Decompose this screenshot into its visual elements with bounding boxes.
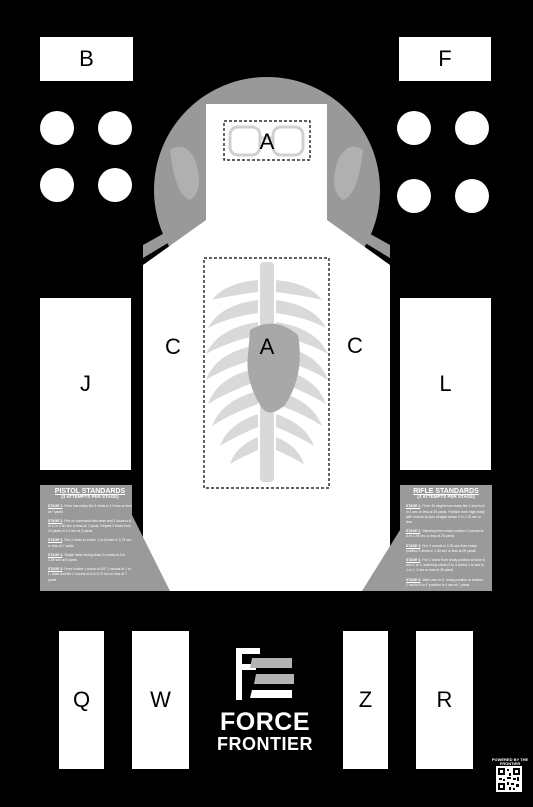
zone-r-label: R	[436, 687, 453, 712]
right-shoulder-bone	[334, 146, 363, 200]
dot-left-4	[98, 168, 132, 202]
pistol-stage: STAGE 2- Fire on command with draw and 2…	[48, 518, 132, 534]
zone-l-label: L	[439, 371, 452, 396]
zone-q-box: Q	[59, 631, 104, 769]
zone-w-box: W	[132, 631, 189, 769]
left-shoulder-bone	[170, 146, 199, 200]
pistol-stage: STAGE 1- From low ready fire 2 shots in …	[48, 504, 132, 514]
pistol-standards: PISTOL STANDARDS (3 ATTEMPTS PER STAGE) …	[40, 486, 140, 590]
brand-name-line2: FRONTIER	[217, 734, 313, 754]
pistol-standards-subtitle: (3 ATTEMPTS PER STAGE)	[61, 494, 119, 500]
zone-b-label: B	[79, 46, 94, 71]
body-a-zone	[203, 257, 330, 489]
zone-b-box: B	[40, 37, 133, 81]
zone-z-box: Z	[343, 631, 388, 769]
zone-c-left-label: C	[165, 334, 181, 359]
zone-c-right-label: C	[347, 333, 363, 358]
right-gray-wedge	[327, 210, 390, 258]
rifle-stage: STAGE 4- Fire 2 shots from ready positio…	[406, 558, 485, 573]
zone-a-body-label: A	[259, 334, 275, 359]
zone-r-box: R	[416, 631, 473, 769]
qr-code[interactable]	[496, 766, 522, 792]
brand-mark-icon	[236, 648, 294, 700]
zone-f-label: F	[438, 46, 452, 71]
left-gray-wedge	[143, 210, 206, 258]
rifle-panel-bg	[362, 485, 492, 591]
zone-l-box: L	[400, 298, 491, 470]
pistol-stage: STAGE 4- Single hand strong draw 2 round…	[48, 552, 126, 563]
rifle-stage: STAGE 5- Walk over to A, ready position …	[406, 577, 484, 587]
zone-f-box: F	[399, 37, 491, 81]
dot-right-2	[455, 111, 489, 145]
glasses-graphic	[228, 125, 305, 157]
zone-z-label: Z	[358, 687, 373, 712]
brand-logo: FORCE FRONTIER	[200, 640, 330, 760]
rifle-stage: STAGE 1- From 45 degree low ready fire 1…	[406, 504, 485, 525]
zone-a-head-label: A	[259, 129, 275, 154]
dot-right-3	[397, 179, 431, 213]
rifle-stage: STAGE 3- Fire 2 rounds in 2.35 sec from …	[406, 543, 477, 553]
zone-q-label: Q	[72, 687, 91, 712]
ribcage-graphic	[206, 262, 328, 482]
qr-code-icon	[498, 768, 520, 790]
dot-right-4	[455, 179, 489, 213]
dot-left-3	[40, 168, 74, 202]
pistol-stage: STAGE 5- From holster 1 round to B/F, 2 …	[48, 567, 131, 582]
pistol-stage: STAGE 3- Fire 2 shots to A then 1 to A h…	[48, 538, 132, 548]
dot-left-2	[98, 111, 132, 145]
qr-caption: POWERED BY THE FRONTIER	[491, 757, 529, 766]
rifle-stage: STAGE 2- Standing from ready position 2 …	[406, 529, 484, 539]
rifle-standards: RIFLE STANDARDS (3 ATTEMPTS PER STAGE) S…	[400, 486, 492, 590]
heart-graphic	[247, 323, 300, 413]
brand-name-line1: FORCE	[220, 708, 310, 736]
zone-j-label: J	[80, 371, 91, 396]
head-a-zone	[223, 120, 311, 161]
pistol-panel-bg	[40, 485, 170, 591]
zone-j-box: J	[40, 298, 131, 470]
dot-right-1	[397, 111, 431, 145]
rifle-standards-subtitle: (3 ATTEMPTS PER STAGE)	[417, 494, 475, 500]
rifle-standards-title: RIFLE STANDARDS	[413, 488, 479, 495]
pistol-standards-title: PISTOL STANDARDS	[54, 488, 126, 495]
head-plate	[206, 104, 327, 194]
zone-w-label: W	[150, 687, 171, 712]
dot-left-1	[40, 111, 74, 145]
